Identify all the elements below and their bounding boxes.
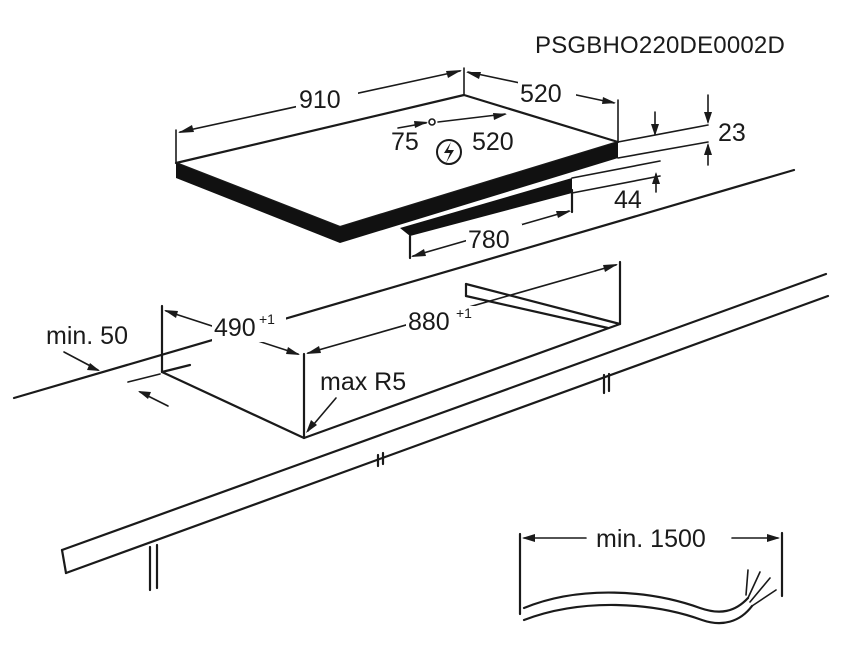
dim-corner-radius: max R5 <box>306 368 406 433</box>
label-under-width: 780 <box>468 226 510 254</box>
dim-hob-thickness: 23 <box>617 94 746 166</box>
label-cutout-width: 880 <box>408 308 450 336</box>
dim-edge-distance: min. 50 <box>46 322 169 407</box>
label-hob-thickness: 23 <box>718 119 746 147</box>
hob-underside <box>400 178 572 236</box>
dim-hob-width: 910 <box>175 67 465 164</box>
hob-right-edge <box>340 142 618 243</box>
dim-under-depth: 44 <box>571 160 661 214</box>
dim-cutout-depth: 490 +1 <box>164 310 300 355</box>
lightning-bolt-icon <box>436 139 462 165</box>
worktop-front-lower-edge <box>64 294 830 575</box>
label-edge-distance: min. 50 <box>46 322 128 350</box>
label-cutout-depth-tol: +1 <box>259 311 275 327</box>
label-corner-radius: max R5 <box>320 368 406 396</box>
label-connector-depth: 520 <box>472 128 514 156</box>
hob <box>174 93 620 260</box>
dim-hob-depth: 520 <box>466 71 619 143</box>
worktop <box>12 168 830 592</box>
worktop-front-edge <box>60 272 828 552</box>
label-cutout-depth: 490 <box>214 314 256 342</box>
hob-glass-top <box>174 93 620 229</box>
dim-connector: 75 520 <box>391 113 514 165</box>
dim-under-width: 780 <box>411 210 571 257</box>
label-cable-length: min. 1500 <box>596 525 706 553</box>
label-under-depth: 44 <box>614 186 642 214</box>
dim-cutout-width: 880 +1 <box>306 264 618 354</box>
label-hob-width: 910 <box>299 86 341 114</box>
cutout-outline <box>160 282 622 440</box>
hob-front-edge <box>176 163 340 243</box>
label-connector-offset: 75 <box>391 128 419 156</box>
document-code: PSGBHO220DE0002D <box>535 32 785 59</box>
worktop-back-edge <box>12 168 796 400</box>
label-hob-depth: 520 <box>520 80 562 108</box>
power-cable: min. 1500 <box>518 525 784 625</box>
label-cutout-width-tol: +1 <box>456 305 472 321</box>
